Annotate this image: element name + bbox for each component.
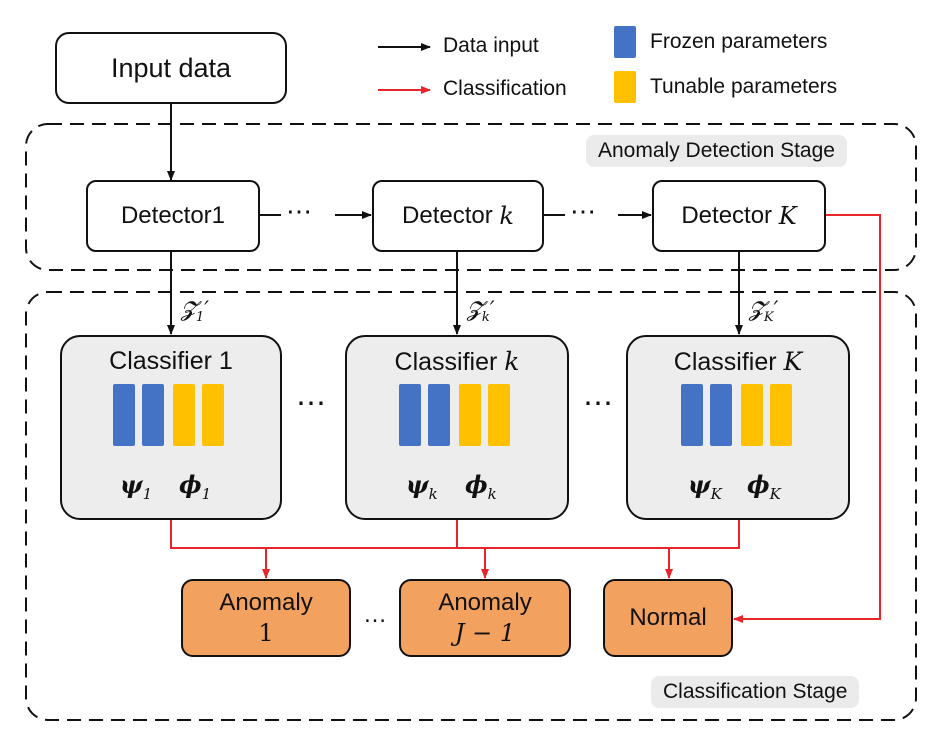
output-anomaly-J-1-box: Anomaly J − 1 [399, 579, 571, 657]
classifier-K-tunable-bar-1 [741, 384, 763, 446]
classifier-1-tunable-bar-1 [173, 384, 195, 446]
output-normal-box: Normal [603, 579, 733, 657]
legend-tunable-label: Tunable parameters [650, 75, 838, 98]
latent-k-label: 𝓩k′ [467, 297, 495, 326]
detector-K-box: Detector K [652, 180, 826, 252]
classifier-ellipsis-1: ⋯ [296, 387, 327, 420]
classification-stage-border [25, 291, 917, 721]
classifier-K-box: Classifier K [626, 335, 850, 520]
output-anomaly-1-line1: Anomaly [219, 589, 313, 616]
legend-frozen-swatch [614, 26, 636, 58]
detection-stage-border [25, 123, 917, 271]
classification-stage-label: Classification Stage [651, 676, 860, 708]
latent-K-label: 𝓩K′ [749, 297, 779, 326]
classifier-k-frozen-bar-1 [399, 384, 421, 446]
output-anomaly-J-1-line2: J − 1 [454, 619, 516, 647]
classifier-k-title: Classifier k [394, 347, 520, 376]
classifier-1-frozen-bar-1 [113, 384, 135, 446]
classifier-k-tunable-bar-2 [488, 384, 510, 446]
detector-k-prefix: Detector [402, 202, 500, 229]
classifier-k-phi: ϕk [465, 470, 497, 503]
classifier-K-phi: ϕK [747, 470, 781, 503]
classifier-K-frozen-bar-2 [710, 384, 732, 446]
arrow-detector-K-to-normal [733, 214, 881, 623]
detector-ellipsis-1: ⋯ [286, 196, 313, 226]
detector-1-index: 1 [211, 202, 226, 229]
classifier-1-box: Classifier 1 [60, 335, 282, 520]
classifier-K-tunable-bar-2 [770, 384, 792, 446]
classifier-1-tunable-bar-2 [202, 384, 224, 446]
classifier-1-phi: ϕ1 [179, 470, 212, 503]
detector-1-prefix: Detector [120, 202, 212, 229]
detector-ellipsis-2: ⋯ [570, 196, 597, 226]
legend-classification-label: Classification [443, 77, 567, 100]
classifier-1-frozen-bar-2 [142, 384, 164, 446]
legend-tunable-swatch [614, 71, 636, 103]
output-normal-label: Normal [629, 604, 707, 631]
output-ellipsis: … [363, 601, 388, 628]
output-anomaly-J-1-line1: Anomaly [438, 589, 532, 616]
latent-1-label: 𝓩1′ [181, 297, 209, 326]
detection-stage-label: Anomaly Detection Stage [586, 135, 847, 167]
detector-K-prefix: Detector [681, 202, 779, 229]
output-anomaly-1-line2: 1 [258, 619, 274, 647]
classifier-k-frozen-bar-2 [428, 384, 450, 446]
classifier-k-box: Classifier k [345, 335, 569, 520]
classifier-K-frozen-bar-1 [681, 384, 703, 446]
classifier-k-tunable-bar-1 [459, 384, 481, 446]
classifier-1-psi: ψ1 [120, 470, 153, 503]
classification-bus [170, 519, 740, 549]
classifier-1-title: Classifier 1 [109, 347, 233, 375]
detector-1-box: Detector 1 [86, 180, 260, 252]
classifier-K-psi: ψK [688, 470, 722, 503]
classifier-ellipsis-2: ⋯ [583, 387, 614, 420]
classifier-K-title: Classifier K [673, 347, 803, 376]
output-anomaly-1-box: Anomaly 1 [181, 579, 351, 657]
detector-k-index: k [499, 202, 514, 230]
detector-K-index: K [778, 202, 797, 230]
legend-frozen-label: Frozen parameters [650, 30, 828, 53]
input-data-label: Input data [110, 52, 232, 83]
input-data-box: Input data [55, 32, 287, 104]
legend-data-input-label: Data input [443, 34, 539, 57]
classifier-k-psi: ψk [406, 470, 438, 503]
detector-k-box: Detector k [372, 180, 544, 252]
